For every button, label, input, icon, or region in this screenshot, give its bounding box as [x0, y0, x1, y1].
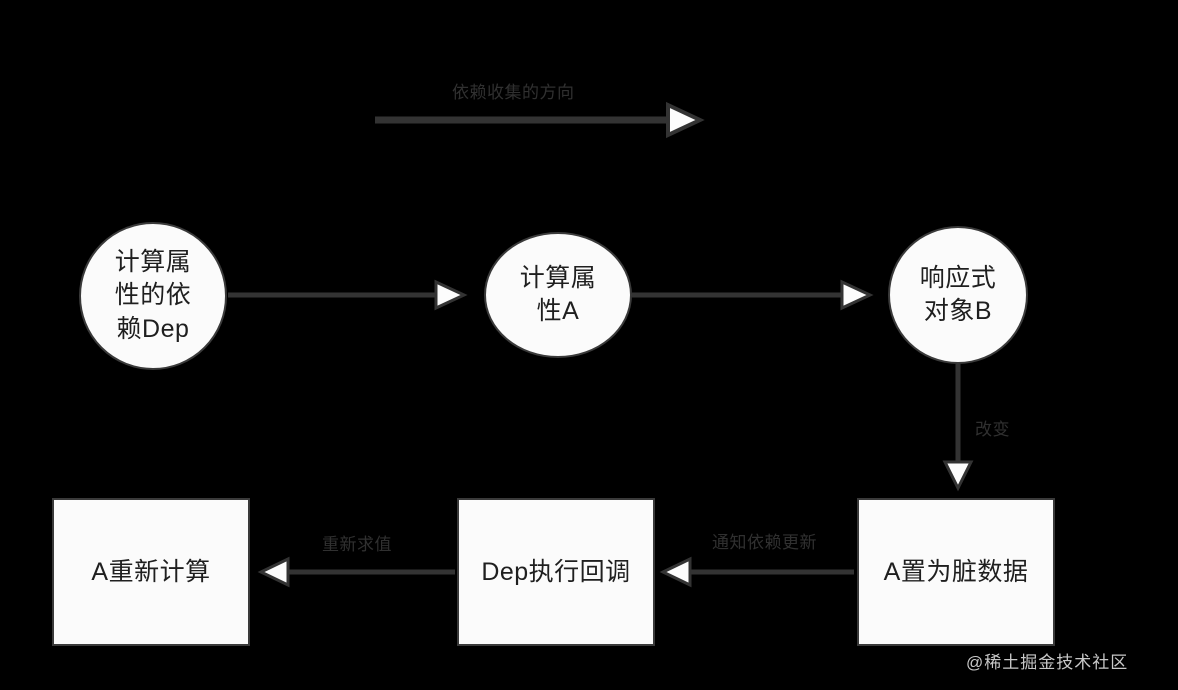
edge-label-top-overview: 依赖收集的方向	[452, 83, 575, 102]
edge-dep-callback-to-recompute-a	[257, 556, 455, 588]
node-dep-callback-label: Dep执行回调	[481, 557, 631, 586]
edge-computed-a-to-reactive-b	[632, 279, 874, 311]
edge-a-dirty-to-dep-callback	[659, 556, 854, 588]
edge-label-callback-to-recompute: 重新求值	[322, 535, 392, 554]
watermark: @稀土掘金技术社区	[966, 653, 1129, 672]
node-dep-callback[interactable]: Dep执行回调	[457, 498, 655, 646]
node-computed-a[interactable]: 计算属 性A	[484, 232, 632, 358]
node-a-dirty-label: A置为脏数据	[883, 557, 1029, 586]
node-reactive-b-label: 响应式 对象B	[919, 263, 997, 326]
edge-top-overview	[375, 101, 705, 139]
node-a-dirty[interactable]: A置为脏数据	[857, 498, 1055, 646]
node-recompute-a[interactable]: A重新计算	[52, 498, 250, 646]
edge-label-b-to-dirty: 改变	[975, 420, 1010, 439]
edge-dep-to-computed-a	[228, 279, 468, 311]
node-dep[interactable]: 计算属 性的依 赖Dep	[79, 222, 227, 370]
edge-reactive-b-to-a-dirty	[942, 364, 974, 492]
edge-label-dirty-to-callback: 通知依赖更新	[712, 533, 817, 552]
node-dep-label: 计算属 性的依 赖Dep	[114, 247, 192, 343]
node-computed-a-label: 计算属 性A	[519, 263, 597, 326]
node-reactive-b[interactable]: 响应式 对象B	[888, 226, 1028, 364]
node-recompute-a-label: A重新计算	[91, 557, 211, 586]
